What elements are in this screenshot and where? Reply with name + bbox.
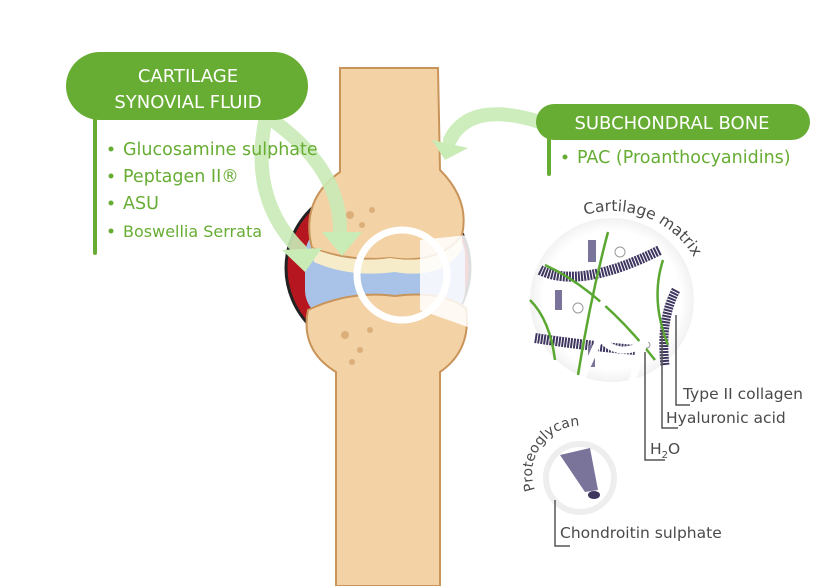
proteoglycan-lens-small [592,290,656,354]
label-chondroitin-sulphate: Chondroitin sulphate [560,524,722,542]
arrow-to-cartilage [268,115,347,237]
arrowhead-fluid [282,248,322,272]
upper-bone [308,67,465,261]
left-callout-pill [66,52,308,120]
list-item: ASU [123,194,159,214]
arrowhead-cartilage [322,232,362,256]
proteoglycan-beam [546,336,649,452]
bone-pores [341,207,375,365]
list-item: Boswellia Serrata [123,222,262,241]
label-type-ii-collagen: Type II collagen [682,385,803,403]
list-item: PAC (Proanthocyanidins) [577,148,791,168]
list-item: Peptagen II® [123,167,239,187]
lower-bone [305,293,468,586]
label-hyaluronic-acid: Hyaluronic acid [666,409,786,427]
arrows [254,107,547,257]
left-callout-title-2: SYNOVIAL FLUID [114,92,261,113]
label-h2o: H2O [650,440,680,461]
magnifier-small [353,226,451,324]
matrix-contents [529,231,681,376]
left-callout-title-1: CARTILAGE [138,66,238,87]
h2o-h: H [650,440,662,458]
arrow-to-bone [443,107,547,147]
h2o-o: O [668,440,680,458]
arrow-to-fluid [254,115,307,257]
right-callout-pill [536,104,810,140]
right-callout-title: SUBCHONDRAL BONE [574,113,769,134]
left-callout-stem [93,116,97,255]
h2o-sub: 2 [662,450,668,461]
list-item: Glucosamine sulphate [123,140,318,160]
left-callout-list: Glucosamine sulphate Peptagen II® ASU Bo… [108,140,318,241]
arrowhead-bone [432,140,468,160]
leader-lines [554,315,690,547]
proteoglycan-molecule [560,448,600,499]
right-callout-stem [547,136,551,176]
magnifier-beam [420,225,560,360]
